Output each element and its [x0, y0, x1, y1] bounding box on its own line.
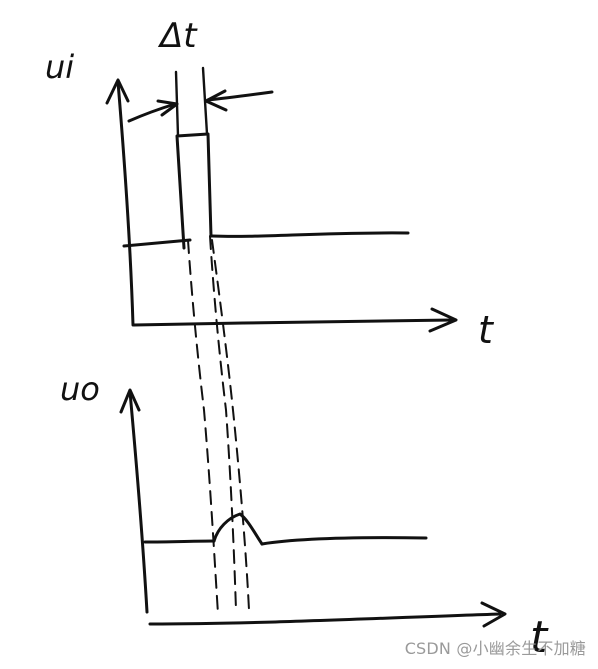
top-x-axis [132, 318, 454, 327]
projection-line-1 [187, 239, 219, 615]
delta-t-right-arrowhead [204, 89, 228, 112]
bottom-plot: uo t [60, 370, 549, 663]
projection-line-2 [209, 235, 237, 611]
top-y-label: ui [45, 48, 74, 86]
delta-t-left-arrow [127, 102, 177, 123]
watermark: CSDN @小幽余生不加糖 [404, 639, 586, 658]
top-y-axis-arrowhead [105, 78, 130, 105]
bottom-x-axis-arrowhead [480, 601, 507, 628]
ui-level-right [210, 231, 410, 238]
projection-line-3 [211, 239, 250, 611]
delta-t-left-arrowhead [156, 99, 179, 117]
uo-level-left [143, 539, 216, 544]
top-plot: ui Δt t [45, 16, 495, 352]
delta-t-label: Δt [157, 16, 198, 56]
uo-level-right [260, 536, 428, 546]
projection-lines [187, 235, 250, 615]
top-y-axis [116, 80, 135, 327]
top-x-axis-arrowhead [428, 307, 458, 333]
ui-pulse [175, 132, 213, 250]
bottom-x-label: t [530, 612, 549, 663]
bottom-y-axis-arrowhead [119, 388, 141, 414]
uo-bump [212, 512, 264, 546]
bottom-x-axis [148, 612, 502, 626]
delta-t-right-arrow [206, 90, 274, 102]
bottom-y-label: uo [60, 370, 100, 408]
ui-level-left [122, 238, 192, 248]
top-x-label: t [478, 308, 495, 352]
bottom-y-axis [128, 390, 149, 614]
